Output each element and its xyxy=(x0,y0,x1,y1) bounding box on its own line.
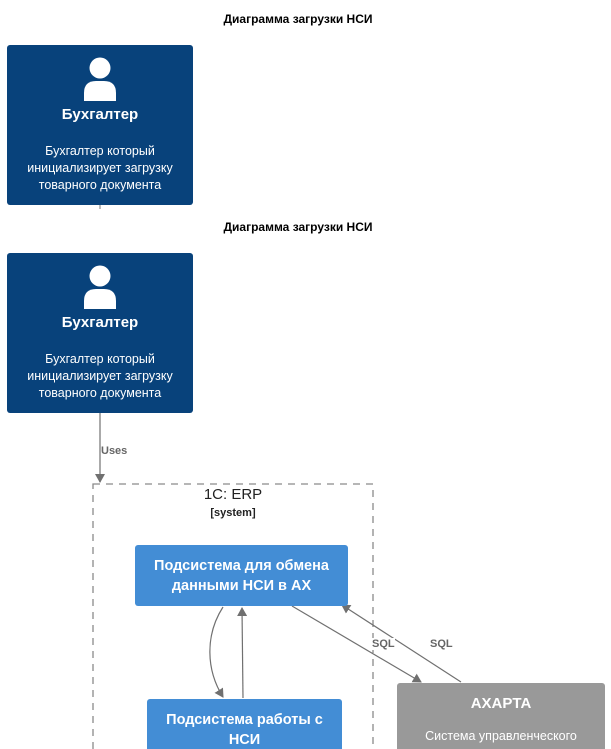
diagram-title-2: Диаграмма загрузки НСИ xyxy=(223,220,373,234)
system-boundary xyxy=(92,483,374,749)
person-icon xyxy=(84,265,116,309)
boundary-type: [system] xyxy=(210,507,256,519)
person-description-line: инициализирует загрузку xyxy=(27,369,173,383)
person-card-2[interactable]: Бухгалтер Бухгалтер который инициализиру… xyxy=(7,253,193,413)
sql-from-axapta-line xyxy=(341,604,462,683)
exchange-to-nsi-line xyxy=(209,606,224,698)
container-name-line: НСИ xyxy=(228,732,261,748)
container-name-line: Подсистема работы с xyxy=(166,712,323,728)
container-name-line: Подсистема для обмена xyxy=(154,558,329,574)
person-description-line: Бухгалтер который xyxy=(45,352,155,366)
axapta-external-system[interactable]: AXAPTA Система управленческого xyxy=(397,683,605,749)
diagram-title-1: Диаграмма загрузки НСИ xyxy=(223,12,373,26)
sql-to-axapta-line xyxy=(291,605,422,683)
person-description-line: инициализирует загрузку xyxy=(27,161,173,175)
nsi-to-exchange-line xyxy=(237,607,248,699)
external-system-name: AXAPTA xyxy=(470,695,532,712)
person-card-1[interactable]: Бухгалтер Бухгалтер который инициализиру… xyxy=(7,45,193,205)
nsi-subsystem-container[interactable]: Подсистема работы с НСИ xyxy=(147,699,342,749)
exchange-subsystem-container[interactable]: Подсистема для обмена данными НСИ в АХ xyxy=(135,545,348,606)
person-description-line: Бухгалтер который xyxy=(45,144,155,158)
sql-relation-label: SQL xyxy=(372,638,395,650)
external-system-description: Система управленческого xyxy=(425,729,577,743)
sql-relation-label: SQL xyxy=(430,638,453,650)
person-name: Бухгалтер xyxy=(61,314,139,331)
person-description-line: товарного документа xyxy=(38,178,162,192)
container-name-line: данными НСИ в АХ xyxy=(171,578,312,594)
person-name: Бухгалтер xyxy=(61,106,139,123)
boundary-title: 1C: ERP xyxy=(203,486,263,503)
person-description: Бухгалтер который инициализирует загрузк… xyxy=(13,143,187,194)
person-icon xyxy=(84,57,116,101)
person-description: Бухгалтер который инициализирует загрузк… xyxy=(13,351,187,402)
uses-relation-label: Uses xyxy=(101,445,128,457)
person-description-line: товарного документа xyxy=(38,386,162,400)
